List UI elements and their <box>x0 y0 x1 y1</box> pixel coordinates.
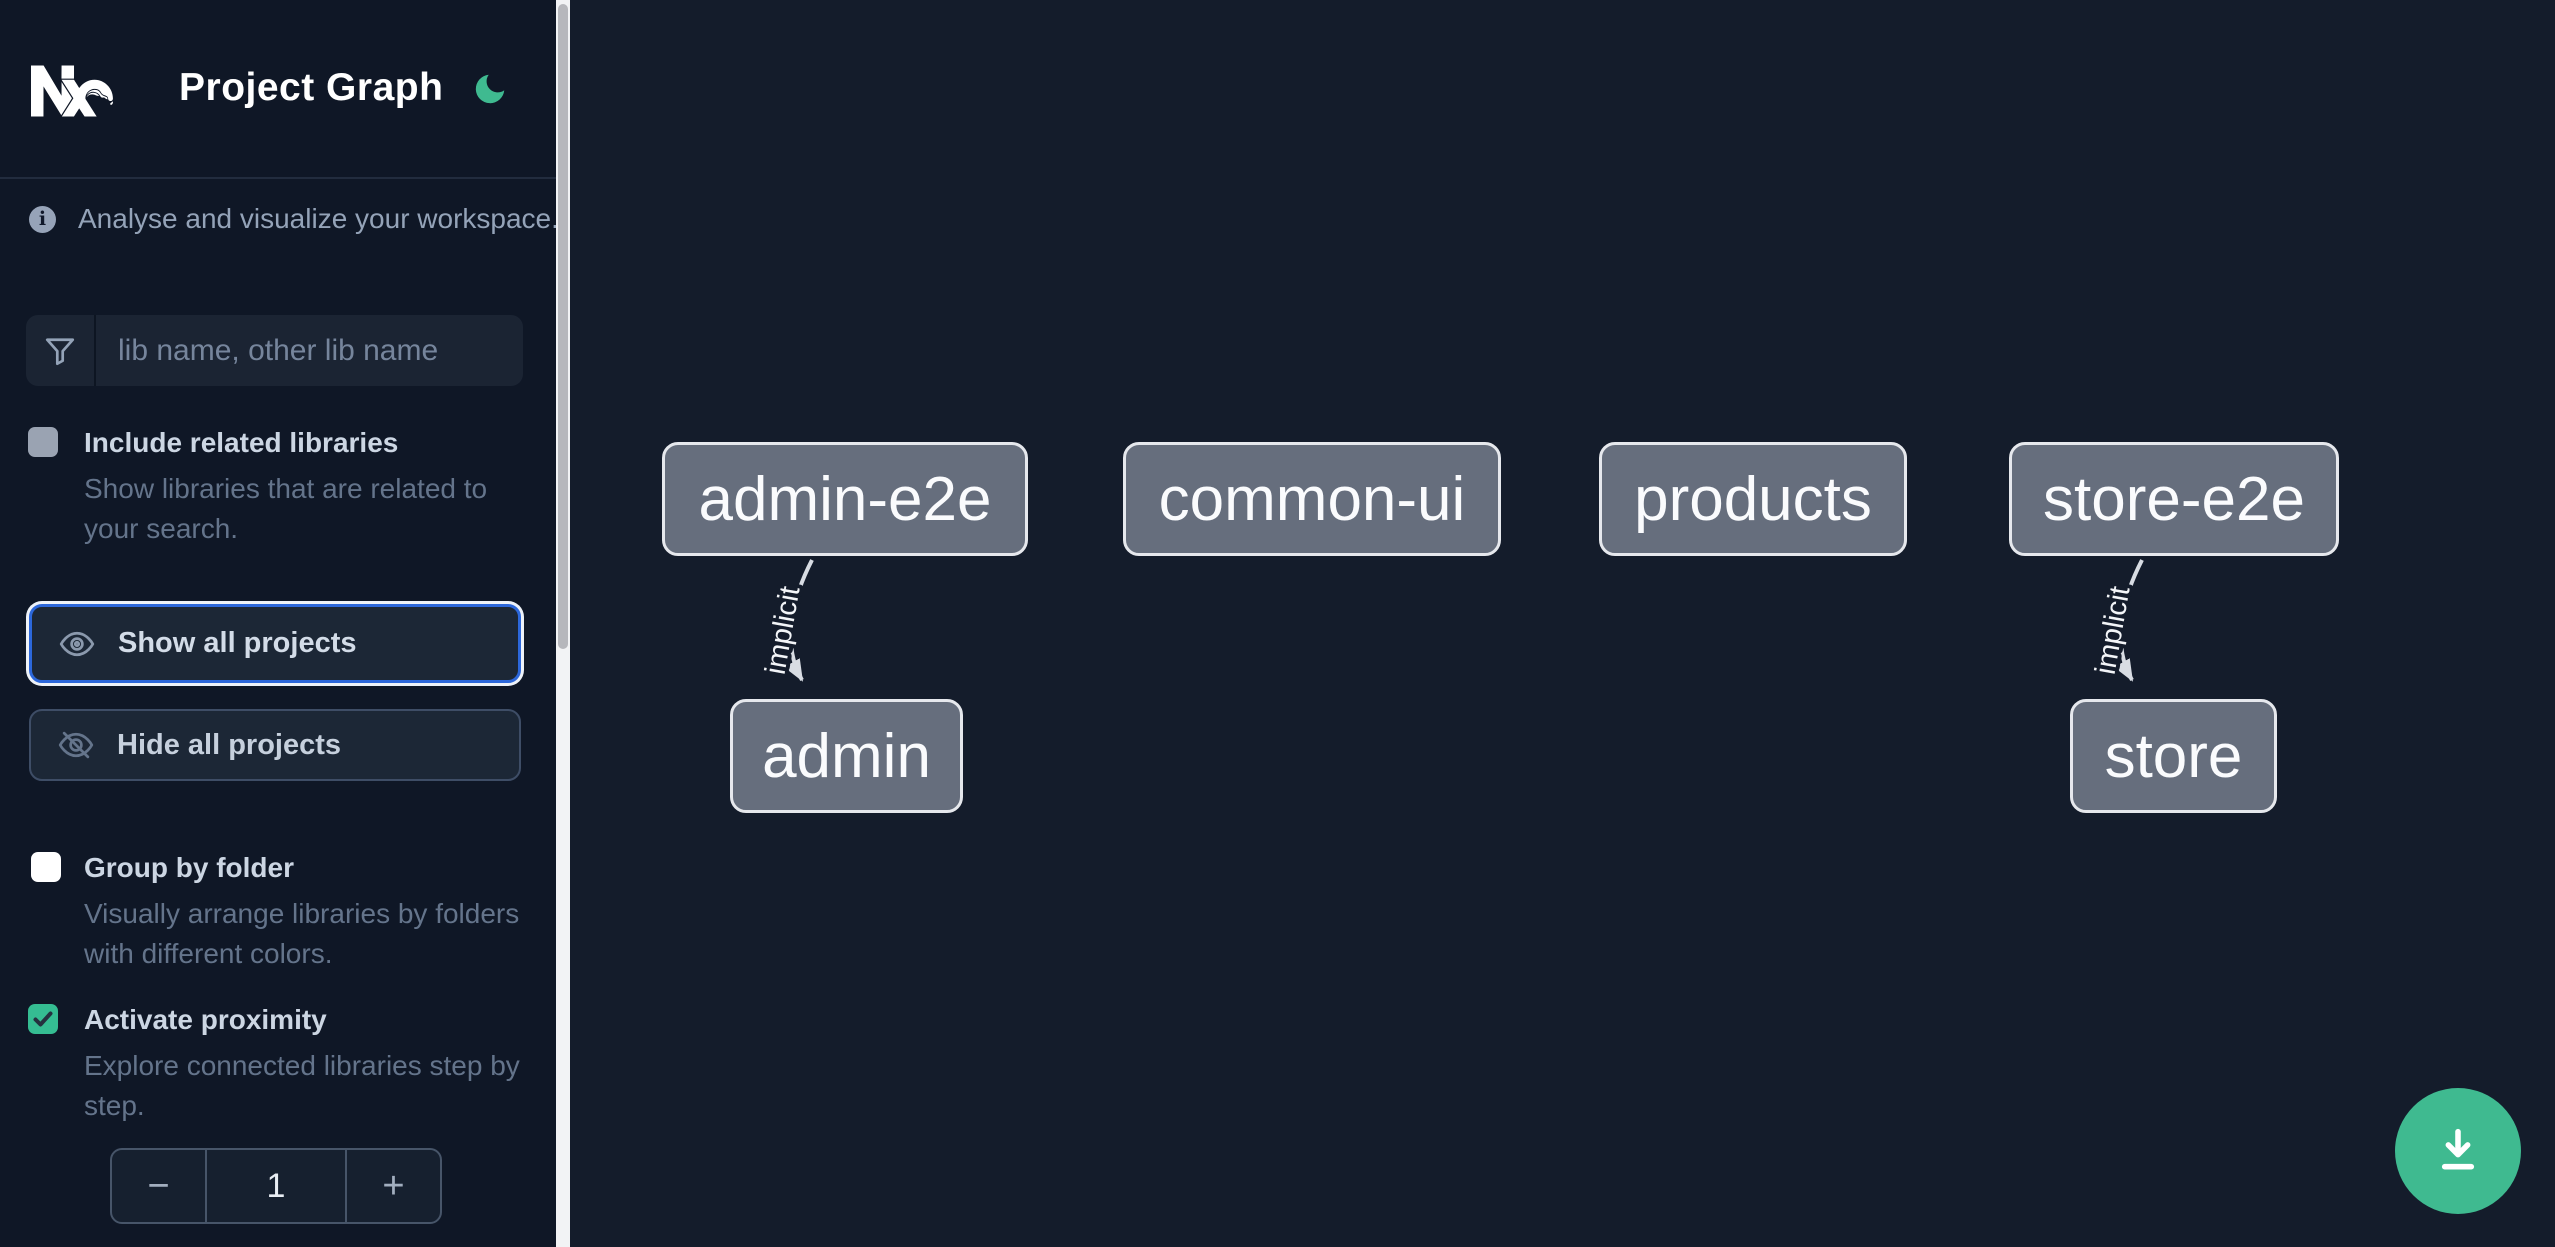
sidebar-scrollbar-thumb[interactable] <box>558 4 568 649</box>
group-by-folder-checkbox[interactable] <box>31 852 61 882</box>
activate-proximity-description: Explore connected libraries step by step… <box>84 1050 520 1121</box>
include-related-checkbox[interactable] <box>28 427 58 457</box>
include-related-label[interactable]: Include related libraries <box>84 427 399 458</box>
group-by-folder-description: Visually arrange libraries by folders wi… <box>84 898 520 969</box>
search-box <box>26 315 523 386</box>
show-all-projects-label: Show all projects <box>118 627 357 659</box>
show-all-projects-button[interactable]: Show all projects <box>29 604 521 683</box>
download-graph-button[interactable] <box>2395 1088 2521 1214</box>
header-divider <box>0 177 556 179</box>
sidebar: Project Graph i Analyse and visualize yo… <box>0 0 570 1247</box>
proximity-stepper: − 1 + <box>110 1148 442 1224</box>
nx-logo-icon <box>31 65 114 117</box>
graph-node-store[interactable]: store <box>2070 699 2277 813</box>
tagline-text: Analyse and visualize your workspace. <box>78 203 559 234</box>
graph-edges: implicit implicit <box>756 559 2144 682</box>
tagline-row: i Analyse and visualize your workspace. <box>29 203 559 235</box>
group-by-folder-option: Group by folder Visually arrange librari… <box>84 852 544 974</box>
activate-proximity-checkbox[interactable] <box>28 1004 58 1034</box>
stepper-increase-button[interactable]: + <box>345 1150 440 1222</box>
graph-canvas[interactable]: implicit implicit admin-e2e common-ui pr… <box>570 0 2555 1247</box>
theme-toggle-moon-icon[interactable] <box>471 70 509 108</box>
filter-icon <box>26 315 96 386</box>
include-related-option: Include related libraries Show libraries… <box>84 427 544 549</box>
activate-proximity-option: Activate proximity Explore connected lib… <box>84 1004 544 1126</box>
hide-all-projects-button[interactable]: Hide all projects <box>29 709 521 781</box>
stepper-decrease-button[interactable]: − <box>112 1150 207 1222</box>
graph-node-products[interactable]: products <box>1599 442 1907 556</box>
graph-node-store-e2e[interactable]: store-e2e <box>2009 442 2339 556</box>
edge-label-implicit: implicit <box>760 584 807 677</box>
graph-node-admin-e2e[interactable]: admin-e2e <box>662 442 1028 556</box>
stepper-value[interactable]: 1 <box>266 1166 286 1205</box>
eye-off-icon <box>58 731 94 759</box>
checkmark-icon <box>33 1011 53 1027</box>
group-by-folder-label[interactable]: Group by folder <box>84 852 294 883</box>
graph-node-common-ui[interactable]: common-ui <box>1123 442 1501 556</box>
edge-label-implicit: implicit <box>2090 584 2137 677</box>
include-related-description: Show libraries that are related to your … <box>84 473 488 544</box>
eye-icon <box>59 631 95 656</box>
info-icon: i <box>29 205 56 233</box>
search-input[interactable] <box>96 315 523 386</box>
activate-proximity-label[interactable]: Activate proximity <box>84 1004 327 1035</box>
edge-store-e2e-to-store <box>2114 559 2144 682</box>
page-title: Project Graph <box>179 66 444 109</box>
graph-node-admin[interactable]: admin <box>730 699 963 813</box>
download-icon <box>2441 1128 2475 1170</box>
edge-admin-e2e-to-admin <box>784 559 814 682</box>
hide-all-projects-label: Hide all projects <box>117 728 342 761</box>
